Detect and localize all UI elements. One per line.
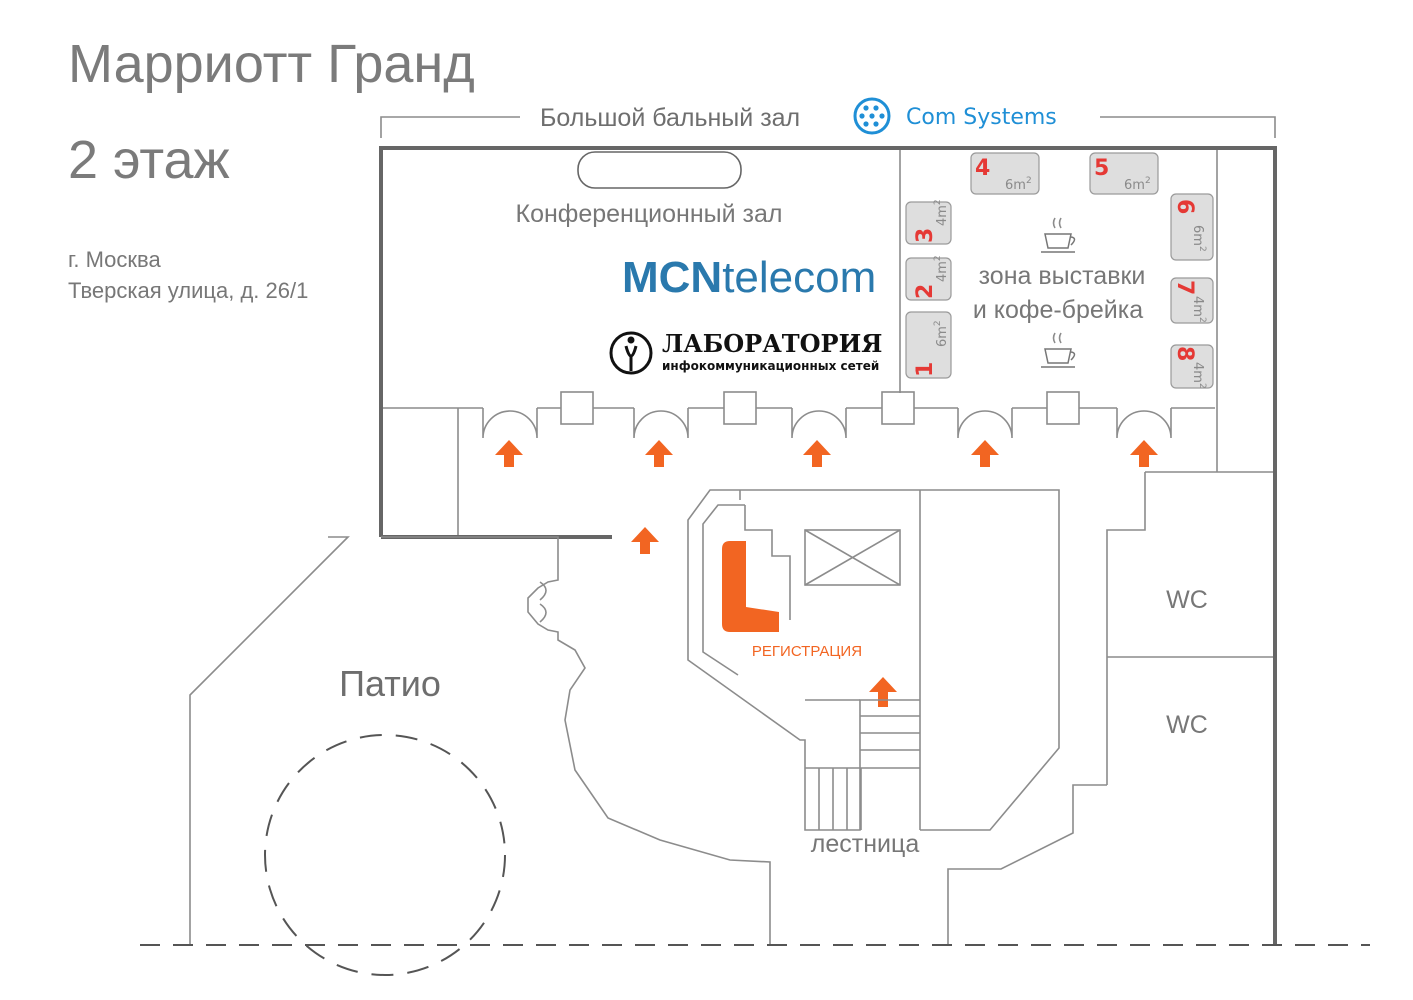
wc-label-2: WC — [1166, 711, 1208, 739]
registration-label: РЕГИСТРАЦИЯ — [752, 643, 862, 660]
direction-arrow-icon — [869, 677, 897, 707]
elevator-icon — [804, 529, 901, 586]
svg-text:6: 6 — [1172, 199, 1197, 214]
direction-arrow-icon — [631, 527, 659, 554]
venue-title: Марриотт Гранд — [68, 34, 475, 94]
svg-text:6m2: 6m2 — [1124, 176, 1151, 193]
booth-5[interactable]: 5 6m2 — [1089, 152, 1159, 195]
patio-label: Патио — [339, 663, 441, 704]
hall-partitions — [383, 150, 1273, 535]
expo-zone-label-line2: и кофе-брейка — [973, 296, 1143, 324]
svg-text:1: 1 — [913, 362, 938, 377]
svg-text:4: 4 — [975, 156, 990, 181]
wc-label-1: WC — [1166, 586, 1208, 614]
svg-text:5: 5 — [1094, 156, 1109, 181]
laboratory-title: ЛАБОРАТОРИЯ — [662, 329, 882, 358]
booth-3[interactable]: 3 4m2 — [905, 199, 952, 245]
svg-text:6m2: 6m2 — [1190, 225, 1207, 252]
svg-text:4m2: 4m2 — [1190, 362, 1207, 389]
stairs-label: лестница — [811, 830, 920, 858]
address-city: г. Москва — [68, 247, 161, 272]
floor-title: 2 этаж — [68, 130, 230, 190]
ballroom-bracket — [380, 116, 1276, 138]
booth-8[interactable]: 8 4m2 — [1170, 344, 1214, 389]
direction-arrow-icon — [971, 440, 999, 467]
registration-block — [687, 489, 1060, 831]
patio-outline — [189, 536, 771, 945]
laboratory-logo-icon — [609, 331, 653, 375]
stage — [577, 151, 742, 189]
svg-text:8: 8 — [1172, 346, 1197, 361]
expo-zone-label-line1: зона выставки — [979, 262, 1146, 290]
svg-text:6m2: 6m2 — [933, 320, 950, 347]
svg-text:3: 3 — [913, 228, 938, 243]
registration-desk — [722, 541, 779, 632]
conference-hall-label: Конференционный зал — [516, 200, 783, 228]
svg-text:4m2: 4m2 — [933, 199, 950, 226]
ballroom-label: Большой бальный зал — [540, 104, 800, 132]
address-street: Тверская улица, д. 26/1 — [68, 278, 308, 303]
laboratory-subtitle: инфокоммуникационных сетей — [662, 359, 879, 373]
direction-arrows — [495, 440, 1158, 707]
svg-text:7: 7 — [1172, 280, 1197, 295]
coffee-cup-icon — [1041, 332, 1076, 368]
com-systems-label: Com Systems — [906, 105, 1057, 130]
direction-arrow-icon — [1130, 440, 1158, 467]
booth-2[interactable]: 2 4m2 — [905, 255, 952, 301]
svg-text:4m2: 4m2 — [1190, 296, 1207, 323]
booth-7[interactable]: 7 4m2 — [1170, 277, 1214, 324]
doors — [482, 408, 1172, 439]
booth-4[interactable]: 4 6m2 — [970, 152, 1040, 195]
right-rooms — [947, 472, 1273, 945]
svg-text:4m2: 4m2 — [933, 255, 950, 282]
direction-arrow-icon — [645, 440, 673, 467]
direction-arrow-icon — [803, 440, 831, 467]
booth-1[interactable]: 1 6m2 — [905, 311, 952, 379]
booth-6[interactable]: 6 6m2 — [1170, 193, 1214, 261]
svg-text:6m2: 6m2 — [1005, 176, 1032, 193]
patio-circle — [264, 734, 506, 976]
coffee-cup-icon — [1041, 217, 1076, 253]
svg-text:2: 2 — [913, 284, 938, 299]
direction-arrow-icon — [495, 440, 523, 467]
mcn-telecom-logo: MCNtelecom — [622, 253, 876, 302]
com-systems-logo-icon — [853, 97, 891, 135]
